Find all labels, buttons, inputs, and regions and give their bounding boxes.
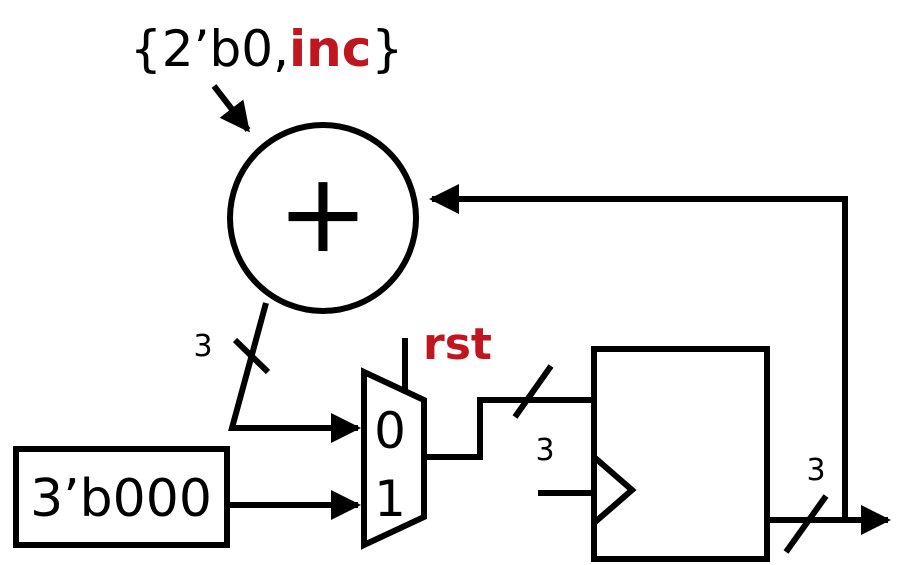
- adder-to-mux-wire: [228, 302, 361, 443]
- adder-plus-symbol: +: [277, 149, 369, 277]
- mux-input-1-label: 1: [374, 470, 406, 528]
- mux-to-register-wire: [424, 397, 594, 460]
- mux: [361, 367, 427, 550]
- adder-input-arrow: [211, 84, 251, 133]
- constant-label: 3’b000: [30, 469, 212, 529]
- reg-out-width: 3: [806, 453, 825, 488]
- rst-signal: rst: [423, 319, 492, 370]
- register-box: [591, 346, 770, 562]
- mux-out-bus-tick: [512, 364, 554, 419]
- inc-signal: inc: [289, 20, 371, 78]
- adder-input-label: {2’b0,inc}: [130, 20, 403, 78]
- adder-out-width: 3: [193, 329, 212, 364]
- adder-input-prefix: {2’b0,: [130, 20, 289, 78]
- reg-out-bus-tick: [783, 494, 829, 554]
- register-clock-triangle: [592, 454, 637, 526]
- constant-box: [13, 446, 230, 548]
- adder-circle: [227, 122, 419, 314]
- adder-input-suffix: }: [371, 20, 403, 78]
- mux-input-0-label: 0: [374, 402, 406, 460]
- adder-out-bus-tick: [232, 337, 271, 375]
- feedback-wire: [429, 184, 848, 522]
- mux-out-width: 3: [535, 433, 554, 468]
